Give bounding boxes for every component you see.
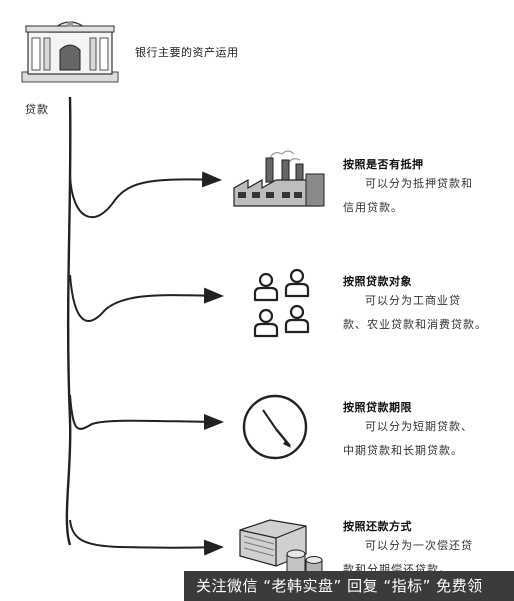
desc-line: 可以分为工商业贷 <box>365 294 461 307</box>
branch-heading: 按照贷款期限 <box>343 401 412 414</box>
desc-line: 可以分为抵押贷款和 <box>365 177 473 190</box>
people-icon <box>250 268 315 343</box>
desc-line: 款、农业贷款和消费贷款。 <box>343 318 487 331</box>
branch-heading: 按照是否有抵押 <box>343 158 424 171</box>
trunk-line <box>65 96 72 546</box>
clock-icon <box>240 392 310 462</box>
diagram-title: 银行主要的资产运用 <box>135 46 239 59</box>
branch-description: 可以分为短期贷款、 中期贷款和长期贷款。 <box>343 415 513 463</box>
desc-line: 可以分为短期贷款、 <box>365 420 473 433</box>
branch-arrow-term <box>69 394 224 430</box>
branch-mortgage: 按照是否有抵押 可以分为抵押贷款和 信用贷款。 <box>343 156 513 220</box>
branch-arrow-repayment <box>69 519 224 556</box>
branch-description: 可以分为工商业贷 款、农业贷款和消费贷款。 <box>343 289 513 337</box>
money-stack-icon <box>236 512 326 587</box>
branch-heading: 按照还款方式 <box>343 520 412 533</box>
root-label: 贷款 <box>25 103 49 116</box>
branch-term: 按照贷款期限 可以分为短期贷款、 中期贷款和长期贷款。 <box>343 399 513 463</box>
desc-line: 信用贷款。 <box>343 201 403 214</box>
branch-arrow-mortgage <box>69 171 222 219</box>
branch-heading: 按照贷款对象 <box>343 275 412 288</box>
desc-line: 中期贷款和长期贷款。 <box>343 444 463 457</box>
branch-description: 可以分为抵押贷款和 信用贷款。 <box>343 172 513 220</box>
watermark-banner: 关注微信 “老韩实盘” 回复 “指标” 免费领 <box>184 571 514 601</box>
bank-icon <box>20 10 120 85</box>
factory-icon <box>232 150 327 210</box>
desc-line: 可以分为一次偿还贷 <box>365 539 473 552</box>
branch-arrow-object <box>69 274 224 322</box>
branch-object: 按照贷款对象 可以分为工商业贷 款、农业贷款和消费贷款。 <box>343 273 513 337</box>
